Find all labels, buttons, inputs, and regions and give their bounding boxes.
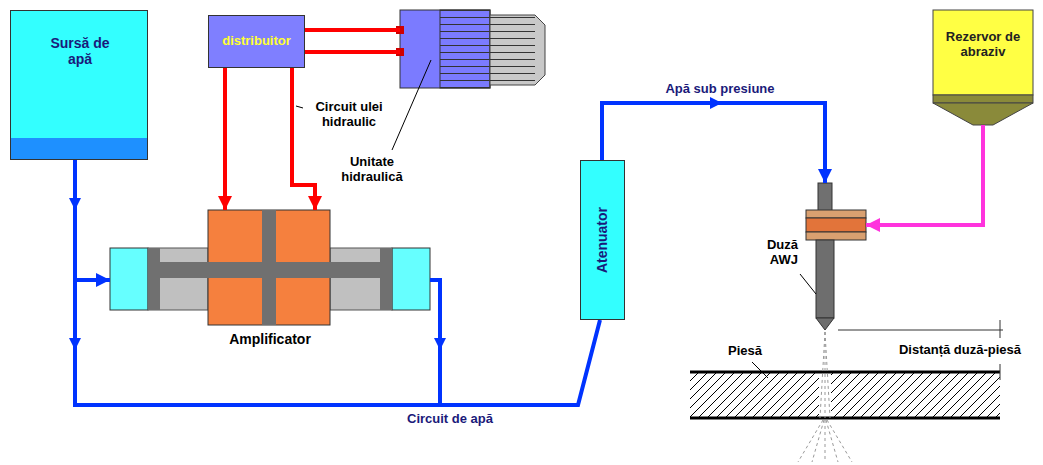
node-label: Atenuator bbox=[594, 207, 610, 273]
pipe-connector bbox=[866, 125, 983, 225]
node-label: Duză AWJ bbox=[748, 238, 798, 268]
flow-arrow bbox=[69, 338, 81, 350]
workpiece bbox=[690, 370, 1000, 420]
amplifier: Amplificator bbox=[110, 210, 430, 325]
pipe-label: Circuit ulei hidraulic bbox=[306, 100, 392, 130]
awj-nozzle bbox=[806, 183, 866, 330]
hydraulic-unit bbox=[400, 10, 545, 88]
pipe-connector bbox=[430, 280, 600, 405]
abrasive-hopper: Rezervor de abraziv bbox=[933, 10, 1033, 125]
node-label: Sursă de apă bbox=[45, 35, 115, 67]
leader-line bbox=[296, 60, 816, 378]
workpiece: Piesă bbox=[690, 372, 1000, 418]
pipe-connector bbox=[292, 68, 315, 210]
node-label: Unitate hidraulică bbox=[330, 155, 414, 185]
water-jet bbox=[798, 332, 852, 462]
node-label: Amplificator bbox=[210, 331, 330, 347]
node-label: Piesă bbox=[718, 344, 772, 359]
pipe-connector bbox=[602, 103, 825, 183]
attenuator-box: Atenuator bbox=[580, 160, 625, 320]
pipe-label: Circuit de apă bbox=[390, 412, 510, 427]
pipe-label: Apă sub presiune bbox=[640, 82, 800, 97]
node-label: Rezervor de abraziv bbox=[945, 30, 1021, 60]
pipe-connector bbox=[223, 68, 227, 210]
abrasive-hopper bbox=[933, 10, 1033, 125]
hydraulic-unit: Unitate hidraulică bbox=[400, 10, 490, 88]
water-pipe bbox=[75, 280, 440, 405]
awj-nozzle: Duză AWJ bbox=[806, 183, 866, 330]
pipe-connector bbox=[305, 28, 400, 32]
pipe-connector bbox=[75, 160, 110, 280]
node-label: distribuitor bbox=[222, 34, 291, 49]
pipe-connector bbox=[305, 50, 400, 54]
dimension-label: Distanță duză-piesă bbox=[884, 343, 1036, 358]
amplifier bbox=[110, 210, 430, 325]
water-source: Sursă de apă bbox=[10, 10, 148, 160]
distributor-box: distribuitor bbox=[208, 15, 305, 68]
